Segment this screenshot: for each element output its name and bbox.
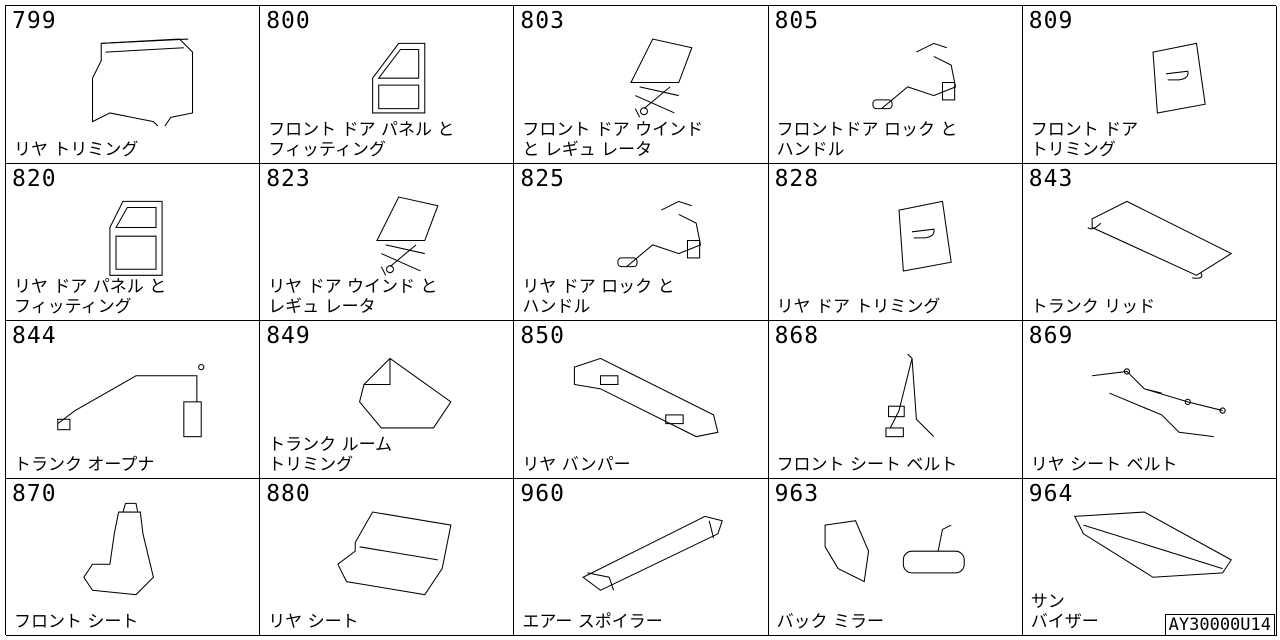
part-cell-850[interactable]: 850 リヤ バンパー	[514, 321, 769, 479]
part-number: 805	[774, 8, 820, 34]
part-number: 880	[266, 480, 311, 507]
part-cell-880[interactable]: 880 リヤ シート	[260, 478, 515, 636]
part-cell-825[interactable]: 825 リヤ ドア ロック と ハンドル	[514, 163, 769, 321]
part-cell-869[interactable]: 869 リヤ シート ベルト	[1022, 321, 1277, 479]
part-label: フロント シート	[14, 612, 139, 632]
part-number: 963	[774, 480, 820, 507]
part-cell-809[interactable]: 809 フロント ドア トリミング	[1022, 6, 1277, 164]
air-spoiler-icon	[544, 499, 744, 599]
part-label: リヤ ドア トリミング	[776, 297, 941, 317]
part-label: フロント ドア トリミング	[1030, 119, 1139, 160]
trunk-lid-icon	[1053, 184, 1253, 284]
seat-belt-icon	[799, 341, 999, 441]
mirror-icon	[799, 499, 999, 599]
part-cell-870[interactable]: 870 フロント シート	[6, 478, 261, 636]
part-number: 844	[12, 323, 57, 349]
front-door-panel-icon	[290, 26, 490, 126]
part-number: 964	[1028, 480, 1074, 507]
rear-door-panel-icon	[36, 184, 236, 284]
part-label: バック ミラー	[776, 612, 884, 632]
part-cell-799[interactable]: 799 リヤ トリミング	[6, 6, 261, 164]
part-cell-844[interactable]: 844 トランク オープナ	[6, 321, 261, 479]
part-number: 809	[1028, 8, 1074, 34]
diagram-code: AY30000U14	[1164, 614, 1275, 636]
part-number: 868	[774, 323, 820, 349]
door-lock-handle-icon	[799, 26, 999, 126]
part-number: 823	[266, 165, 311, 192]
part-number: 843	[1028, 165, 1074, 192]
part-label: リヤ シート ベルト	[1030, 454, 1178, 475]
part-label: トランク ルーム トリミング	[268, 434, 393, 475]
part-number: 870	[12, 480, 57, 507]
part-number: 960	[520, 480, 565, 507]
part-cell-849[interactable]: 849 トランク ルーム トリミング	[260, 321, 515, 479]
window-regulator-icon	[544, 26, 744, 126]
door-lock-handle-icon	[544, 184, 744, 284]
front-seat-icon	[36, 499, 236, 599]
part-label: リヤ シート	[268, 612, 359, 632]
part-cell-800[interactable]: 800 フロント ドア パネル と フィッティング	[260, 6, 515, 164]
rear-seat-icon	[290, 499, 490, 599]
part-label: リヤ ドア ロック と ハンドル	[522, 277, 675, 317]
part-number: 828	[774, 165, 820, 192]
part-number: 799	[12, 8, 57, 34]
part-label: フロント ドア パネル と フィッティング	[268, 119, 455, 160]
part-number: 825	[520, 165, 565, 192]
part-label: リヤ バンパー	[522, 454, 631, 475]
door-trim-icon	[1053, 26, 1253, 126]
part-cell-843[interactable]: 843 トランク リッド	[1022, 163, 1277, 321]
part-label: フロント シート ベルト	[776, 454, 958, 475]
rear-bumper-icon	[544, 341, 744, 441]
part-cell-964[interactable]: 964 サン バイザー	[1022, 478, 1277, 636]
part-label: リヤ トリミング	[14, 139, 139, 160]
part-cell-960[interactable]: 960 エアー スポイラー	[514, 478, 769, 636]
part-cell-868[interactable]: 868 フロント シート ベルト	[768, 321, 1023, 479]
part-number: 803	[520, 8, 565, 34]
sun-visor-icon	[1053, 499, 1253, 599]
part-cell-823[interactable]: 823 リヤ ドア ウインド と レギュ レータ	[260, 163, 515, 321]
part-cell-803[interactable]: 803 フロント ドア ウインド と レギュ レータ	[514, 6, 769, 164]
door-trim-icon	[799, 184, 999, 284]
part-number: 800	[266, 8, 311, 34]
part-number: 850	[520, 323, 565, 349]
part-cell-805[interactable]: 805 フロントドア ロック と ハンドル	[768, 6, 1023, 164]
part-label: トランク オープナ	[14, 454, 155, 475]
part-label: フロントドア ロック と ハンドル	[776, 119, 958, 160]
part-label: リヤ ドア パネル と フィッティング	[14, 277, 167, 317]
trunk-opener-icon	[36, 341, 236, 441]
part-label: フロント ドア ウインド と レギュ レータ	[522, 119, 704, 160]
rear-seat-belt-icon	[1053, 341, 1253, 441]
part-label: エアー スポイラー	[522, 612, 663, 632]
part-label: サン バイザー	[1030, 592, 1099, 632]
part-number: 849	[266, 323, 311, 349]
part-number: 820	[12, 165, 57, 192]
part-cell-963[interactable]: 963 バック ミラー	[768, 478, 1023, 636]
part-number: 869	[1028, 323, 1074, 349]
rear-trim-panel-icon	[36, 26, 236, 132]
part-cell-820[interactable]: 820 リヤ ドア パネル と フィッティング	[6, 163, 261, 321]
part-cell-828[interactable]: 828 リヤ ドア トリミング	[768, 163, 1023, 321]
trunk-trim-icon	[290, 341, 490, 441]
window-regulator-icon	[290, 184, 490, 284]
part-label: リヤ ドア ウインド と レギュ レータ	[268, 277, 438, 317]
parts-grid: 799 リヤ トリミング 800 フロント ドア パネル と フィッティング 803 フロ…	[5, 5, 1277, 636]
part-label: トランク リッド	[1030, 297, 1156, 317]
